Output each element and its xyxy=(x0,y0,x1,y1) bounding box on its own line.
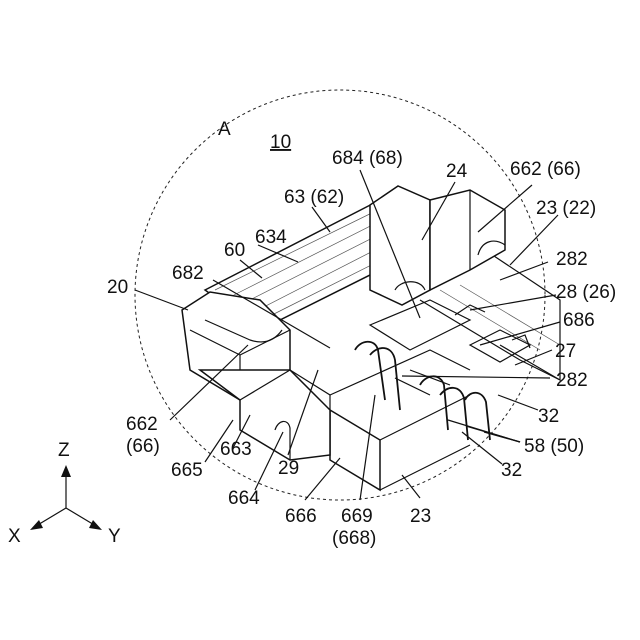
label-662-left: 662 xyxy=(126,414,158,435)
axis-x-label: X xyxy=(8,526,21,547)
label-58: 58 (50) xyxy=(524,436,584,457)
label-666: 666 xyxy=(285,506,317,527)
label-60: 60 xyxy=(224,240,245,261)
label-282-top: 282 xyxy=(556,249,588,270)
label-23-top: 23 (22) xyxy=(536,198,596,219)
label-686: 686 xyxy=(563,310,595,331)
label-665: 665 xyxy=(171,460,203,481)
label-29: 29 xyxy=(278,458,299,479)
axis-z-label: Z xyxy=(58,440,70,461)
label-282-mid: 282 xyxy=(556,370,588,391)
coordinate-axes: Z X Y xyxy=(8,440,121,547)
x-arrowhead xyxy=(30,520,43,530)
label-20: 20 xyxy=(107,277,128,298)
label-27: 27 xyxy=(555,341,576,362)
label-684: 684 (68) xyxy=(332,148,403,169)
label-24: 24 xyxy=(446,161,468,182)
label-28: 28 (26) xyxy=(556,282,616,303)
label-664: 664 xyxy=(228,488,260,509)
z-arrowhead xyxy=(61,465,71,477)
label-32-b: 32 xyxy=(501,460,522,481)
label-634: 634 xyxy=(255,227,287,248)
label-663: 663 xyxy=(220,439,252,460)
label-669: 669 xyxy=(341,506,373,527)
label-32-a: 32 xyxy=(538,406,559,427)
label-668: (668) xyxy=(332,528,376,549)
figure-reference-number: 10 xyxy=(270,132,291,153)
label-66-left: (66) xyxy=(126,436,160,457)
view-label-a: A xyxy=(218,119,231,140)
label-23-bottom: 23 xyxy=(410,506,431,527)
reference-labels: A 10 684 (68) 24 662 (66) 63 (62) 23 (22… xyxy=(107,119,616,549)
y-arrowhead xyxy=(89,520,102,530)
label-63: 63 (62) xyxy=(284,187,344,208)
label-662-top: 662 (66) xyxy=(510,159,581,180)
label-682: 682 xyxy=(172,263,204,284)
axis-y-label: Y xyxy=(108,526,121,547)
